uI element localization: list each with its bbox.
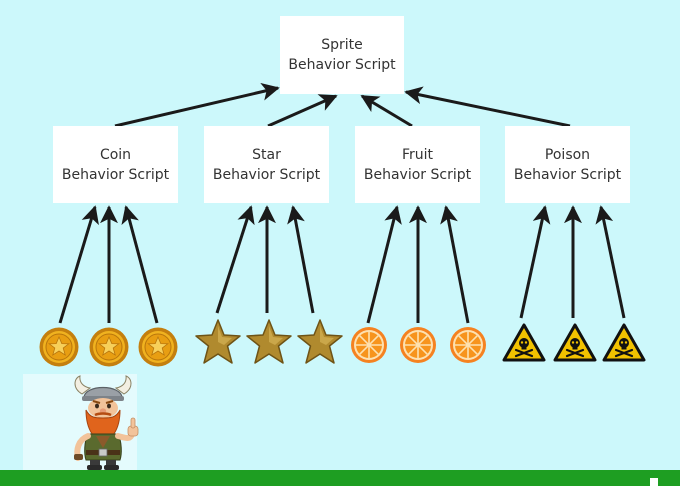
poison-warning-icon: [602, 323, 646, 362]
orange-icon: [351, 327, 387, 363]
box-title: Poison: [544, 146, 591, 163]
viking-character-icon: [74, 375, 139, 470]
arrow-star-3: [287, 205, 315, 314]
arrow-fruit-to-sprite: [360, 94, 413, 128]
poison-warning-icon: [553, 323, 597, 362]
box-title: Star: [252, 146, 281, 163]
coin-icon: [39, 327, 79, 367]
arrow-fruit-1: [366, 205, 402, 324]
arrow-coin-1: [58, 205, 99, 324]
fruit-behavior-script-box: Fruit Behavior Script: [355, 126, 480, 203]
orange-icon: [450, 327, 486, 363]
box-subtitle: Behavior Script: [513, 166, 622, 183]
box-subtitle: Behavior Script: [61, 166, 170, 183]
star-behavior-script-box: Star Behavior Script: [204, 126, 329, 203]
box-subtitle: Behavior Script: [212, 166, 321, 183]
star-icon: [195, 319, 241, 364]
sprite-behavior-script-box: Sprite Behavior Script: [280, 16, 404, 94]
arrow-coin-3: [121, 205, 159, 324]
box-title: Sprite: [321, 37, 363, 53]
box-subtitle: Behavior Script: [288, 57, 396, 73]
orange-icon: [400, 327, 436, 363]
arrow-poison-1: [519, 205, 551, 319]
star-icon: [297, 319, 343, 364]
coin-behavior-script-box: Coin Behavior Script: [53, 126, 178, 203]
star-icon: [246, 319, 292, 364]
arrow-fruit-3: [440, 205, 470, 324]
box-subtitle: Behavior Script: [363, 166, 472, 183]
coin-icon: [89, 327, 129, 367]
ground-strip: [0, 470, 680, 486]
coin-icon: [138, 327, 178, 367]
arrow-coin-to-sprite: [114, 82, 280, 128]
corner-marker: [650, 478, 658, 486]
poison-behavior-script-box: Poison Behavior Script: [505, 126, 630, 203]
arrow-poison-3: [595, 205, 626, 319]
arrow-star-1: [215, 205, 255, 314]
arrow-poison-to-sprite: [404, 86, 571, 128]
poison-warning-icon: [502, 323, 546, 362]
arrow-star-to-sprite: [267, 94, 338, 128]
box-title: Fruit: [401, 146, 434, 163]
box-title: Coin: [99, 146, 132, 163]
